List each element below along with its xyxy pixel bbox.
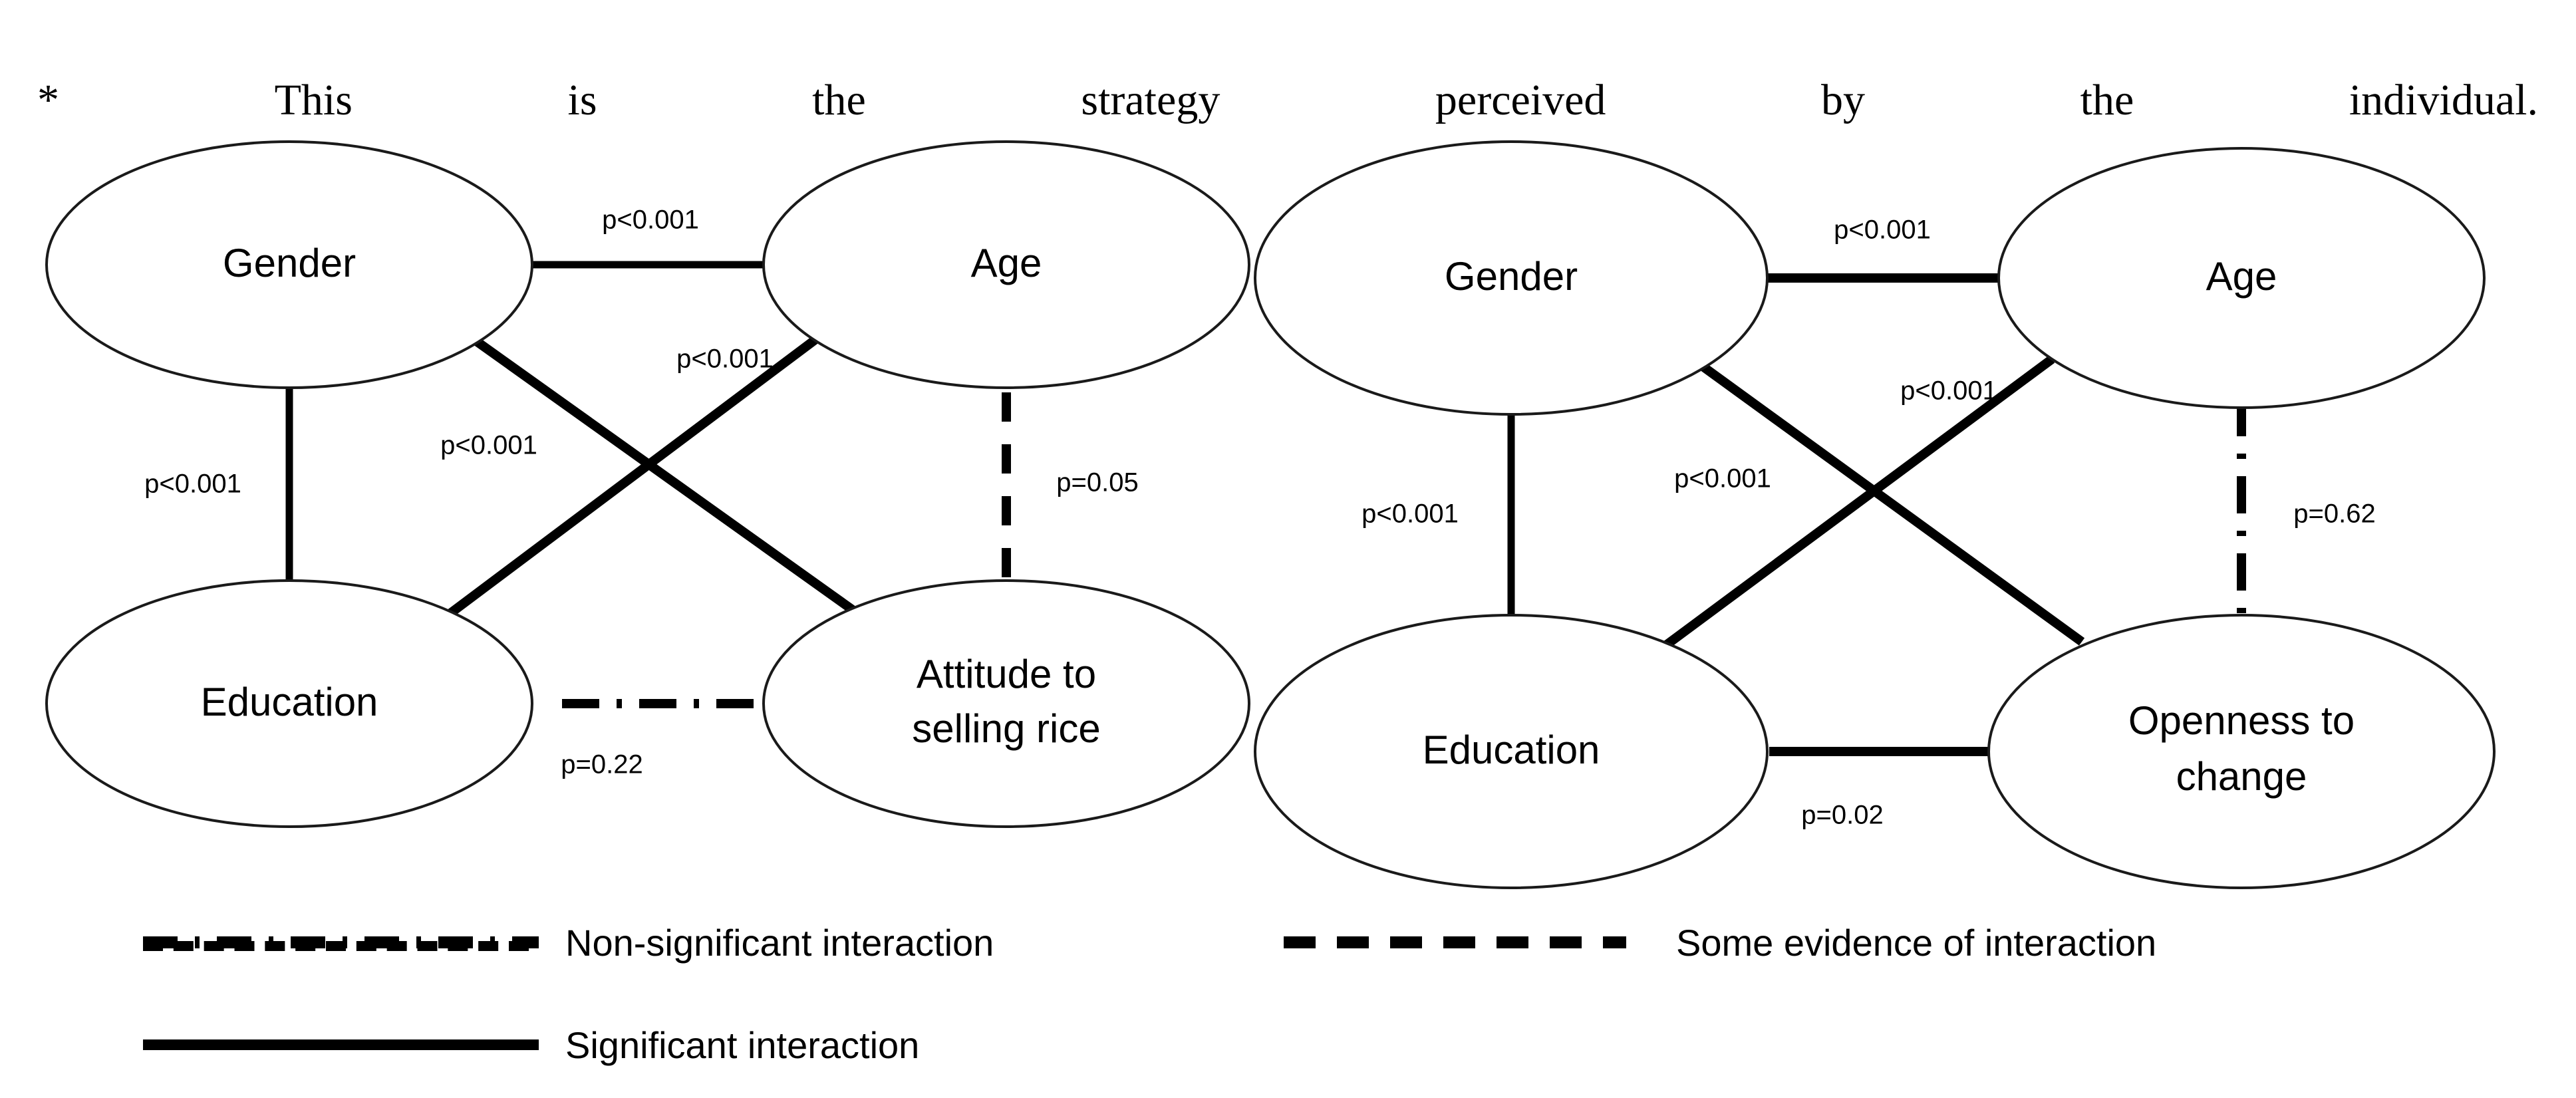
left-plabel-gender-education: p<0.001 <box>144 470 241 499</box>
footnote-word-1: This <box>274 76 353 124</box>
left-node-age[interactable]: Age <box>762 140 1250 389</box>
right-node-education-label: Education <box>1423 728 1600 772</box>
footnote-word-7: the <box>2080 76 2134 124</box>
left-node-education-label: Education <box>201 680 378 724</box>
right-edge-gender-outcome <box>1689 355 2085 646</box>
right-node-education-shape <box>1254 614 1769 889</box>
right-plabel-education-outcome: p=0.02 <box>1801 801 1883 830</box>
right-plabel-gender-age: p<0.001 <box>1834 215 1931 245</box>
left-node-outcome-shape <box>762 579 1250 828</box>
left-node-gender-shape <box>45 140 533 389</box>
left-edge-gender-outcome <box>466 332 868 622</box>
footnote-word-8: individual. <box>2349 76 2538 124</box>
right-plabel-age-education: p<0.001 <box>1900 376 1997 406</box>
figure-footnote: * This is the strategy perceived by the … <box>37 78 2538 122</box>
right-node-outcome-shape <box>1987 614 2496 889</box>
left-node-gender[interactable]: Gender <box>45 140 533 389</box>
footnote-word-4: strategy <box>1081 76 1220 124</box>
right-node-age-label: Age <box>2206 254 2277 299</box>
right-node-gender[interactable]: Gender <box>1254 140 1769 416</box>
footnote-word-6: by <box>1821 76 1866 124</box>
right-plabel-gender-education: p<0.001 <box>1361 499 1459 529</box>
left-node-education[interactable]: Education <box>45 579 533 828</box>
left-plabel-gender-age: p<0.001 <box>602 206 699 235</box>
right-node-outcome-label-line1: Openness to <box>2128 698 2355 743</box>
right-node-gender-shape <box>1254 140 1769 416</box>
left-node-outcome-label-line2: selling rice <box>912 706 1100 751</box>
left-node-age-label: Age <box>971 241 1042 285</box>
footnote-word-2: is <box>567 76 597 124</box>
footnote-word-3: the <box>812 76 866 124</box>
right-node-gender-label: Gender <box>1445 254 1578 299</box>
left-plabel-age-outcome: p=0.05 <box>1056 468 1138 497</box>
left-edge-age-education <box>436 329 828 626</box>
right-plabel-age-outcome: p=0.62 <box>2293 499 2375 529</box>
footnote-word-5: perceived <box>1435 76 1606 124</box>
left-node-gender-label: Gender <box>223 241 356 285</box>
right-plabel-gender-outcome: p<0.001 <box>1674 464 1771 493</box>
left-node-education-shape <box>45 579 533 828</box>
left-plabel-education-outcome: p=0.22 <box>561 750 643 779</box>
left-node-outcome-label-line1: Attitude to <box>917 652 1096 696</box>
right-edge-age-education <box>1663 355 2055 649</box>
right-node-age[interactable]: Age <box>1997 147 2486 409</box>
right-node-outcome-label-line2: change <box>2176 754 2307 799</box>
right-node-education[interactable]: Education <box>1254 614 1769 889</box>
left-plabel-gender-outcome: p<0.001 <box>440 431 537 460</box>
left-plabel-age-education: p<0.001 <box>676 344 774 374</box>
footnote-word-0: * <box>37 76 59 124</box>
right-node-age-shape <box>1997 147 2486 409</box>
left-node-outcome[interactable]: Attitude to selling rice <box>762 579 1250 828</box>
right-node-outcome[interactable]: Openness to change <box>1987 614 2496 889</box>
left-node-age-shape <box>762 140 1250 389</box>
